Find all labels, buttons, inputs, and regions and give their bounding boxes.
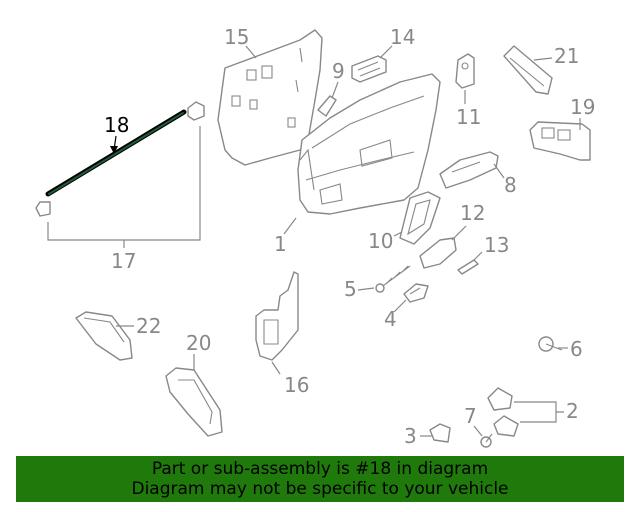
arrow-18 [110,146,118,154]
part-19-switch[interactable] [529,121,591,161]
part-1-door-trim[interactable] [297,73,441,215]
label-22: 22 [136,314,161,338]
label-10: 10 [368,229,393,253]
label-13: 13 [484,233,509,257]
part-14-bezel[interactable] [351,55,387,83]
part-12-lamp[interactable] [419,237,457,269]
part-18-molding-strip[interactable] [45,109,187,197]
label-7: 7 [464,404,477,428]
part-6-clip[interactable] [538,336,563,352]
label-19: 19 [570,95,595,119]
label-1: 1 [274,232,287,256]
part-5-screw[interactable] [375,265,411,293]
label-12: 12 [460,201,485,225]
label-2: 2 [566,399,579,423]
part-7-screw[interactable] [480,433,493,448]
info-banner: Part or sub-assembly is #18 in diagram D… [16,456,624,502]
label-16: 16 [284,373,309,397]
label-11: 11 [456,105,481,129]
part-4-retainer[interactable] [403,283,429,303]
part-13-pin[interactable] [457,259,479,275]
part-3-cap[interactable] [429,423,451,443]
part-20-switch-panel[interactable] [165,367,223,437]
part-9-bracket[interactable] [317,95,337,117]
label-17: 17 [111,249,136,273]
part-2-clips[interactable] [487,387,519,437]
part-16-module[interactable] [255,271,299,361]
banner-line-2: Diagram may not be specific to your vehi… [131,479,509,499]
part-10-grille[interactable] [399,191,441,245]
label-21: 21 [554,44,579,68]
label-8: 8 [504,173,517,197]
part-22-cover[interactable] [75,311,133,361]
label-6: 6 [570,337,583,361]
label-14: 14 [390,25,415,49]
label-3: 3 [404,424,417,448]
label-5: 5 [344,277,357,301]
label-15: 15 [224,25,249,49]
label-9: 9 [332,59,345,83]
part-8-handle[interactable] [439,151,499,189]
label-20: 20 [186,331,211,355]
part-17-end-caps[interactable] [35,101,205,217]
part-11-clip[interactable] [455,53,475,89]
label-18: 18 [104,113,129,137]
label-4: 4 [384,307,397,331]
banner-line-1: Part or sub-assembly is #18 in diagram [151,459,489,479]
part-21-cover[interactable] [503,45,553,95]
